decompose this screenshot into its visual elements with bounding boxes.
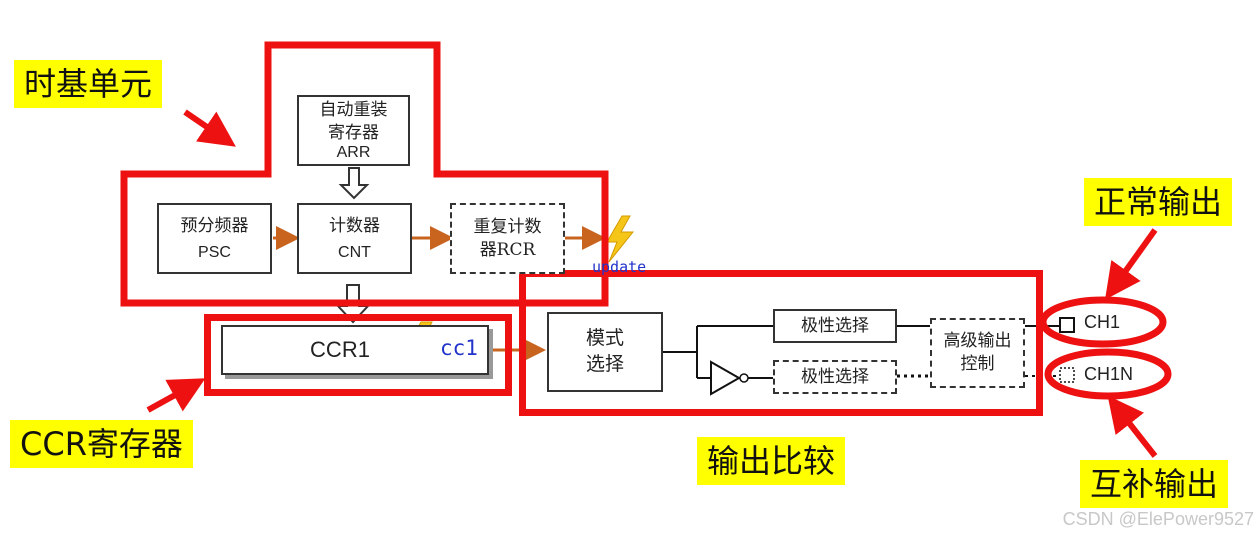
rcr-label-line1: 重复计数 xyxy=(473,216,542,237)
normal-output-pointer-arrow xyxy=(1105,228,1158,300)
arr-code: ARR xyxy=(336,144,371,162)
mode-select-block: 模式 选择 xyxy=(547,312,663,392)
ch1-highlight-ellipse xyxy=(1039,296,1167,348)
arr-to-cnt-hollow-arrow xyxy=(338,167,370,200)
arr-register-block: 自动重装 寄存器 ARR xyxy=(297,95,410,166)
cnt-code: CNT xyxy=(338,243,371,261)
cnt-label: 计数器 xyxy=(329,216,380,237)
inverter-icon xyxy=(710,360,742,396)
complementary-output-callout: 互补输出 xyxy=(1080,460,1229,508)
rcr-label-line2: 器RCR xyxy=(479,239,536,260)
ccr-pointer-arrow xyxy=(146,378,206,413)
ccr-register-frame xyxy=(204,314,512,396)
time-base-frame xyxy=(120,41,609,307)
psc-code: PSC xyxy=(198,243,231,261)
polarity-top-label: 极性选择 xyxy=(801,315,869,336)
time-base-pointer-arrow xyxy=(183,109,236,147)
rcr-block: 重复计数 器RCR xyxy=(450,203,565,274)
cc1-signal-label: cc1 xyxy=(440,336,478,360)
normal-output-callout: 正常输出 xyxy=(1084,178,1233,226)
arr-label-line1: 自动重装 xyxy=(319,99,388,120)
output-compare-frame xyxy=(519,270,1043,416)
mode-label-line2: 选择 xyxy=(585,353,624,375)
complementary-output-pointer-arrow xyxy=(1107,395,1158,458)
update-signal-label: update xyxy=(592,258,647,276)
ccr1-block: CCR1 xyxy=(221,325,489,375)
ch1n-output-label: CH1N xyxy=(1084,364,1134,384)
ch1-output-label: CH1 xyxy=(1084,312,1121,332)
cnt-block: 计数器 CNT xyxy=(297,203,412,274)
polarity-bottom-label: 极性选择 xyxy=(801,366,869,387)
ch1-pin-icon xyxy=(1059,317,1075,333)
polarity-select-bottom-block: 极性选择 xyxy=(773,360,897,394)
psc-label: 预分频器 xyxy=(180,216,249,237)
mode-label-line1: 模式 xyxy=(585,327,624,350)
update-lightning-icon xyxy=(606,215,635,263)
advanced-output-control-block: 高级输出 控制 xyxy=(930,318,1025,388)
psc-block: 预分频器 PSC xyxy=(157,203,272,274)
time-base-callout: 时基单元 xyxy=(14,60,163,108)
output-compare-callout: 输出比较 xyxy=(697,437,846,485)
polarity-select-top-block: 极性选择 xyxy=(773,309,897,343)
watermark: CSDN @ElePower9527 xyxy=(1062,509,1254,529)
advanced-label-line2: 控制 xyxy=(960,354,995,374)
advanced-label-line1: 高级输出 xyxy=(943,331,1012,352)
ch1n-pin-icon xyxy=(1059,367,1075,383)
arr-label-line2: 寄存器 xyxy=(328,122,379,143)
ccr1-label: CCR1 xyxy=(310,337,370,362)
ccr-register-callout: CCR寄存器 xyxy=(10,420,193,468)
